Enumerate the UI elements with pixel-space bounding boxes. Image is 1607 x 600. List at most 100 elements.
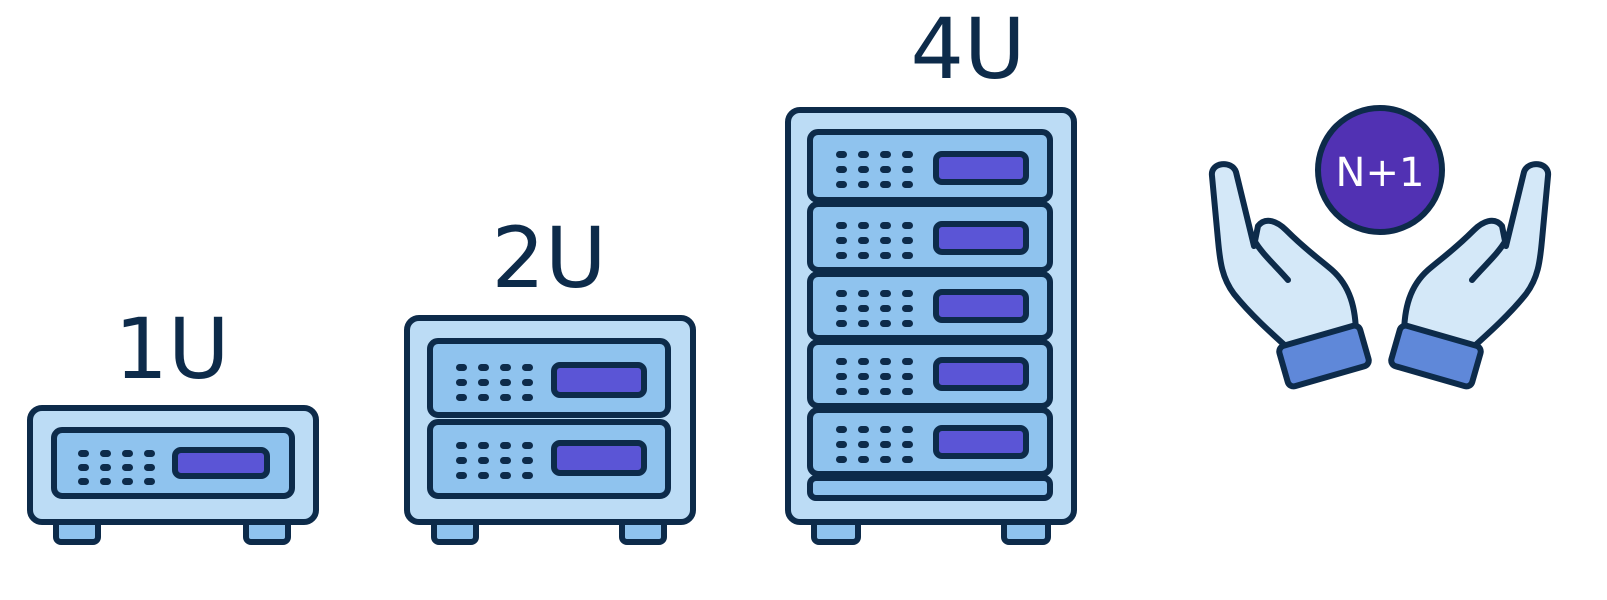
vent-dot (880, 222, 891, 229)
vent-dot (858, 388, 869, 395)
vent-grid (836, 290, 913, 327)
vent-dot (858, 373, 869, 380)
vent-dot (902, 181, 913, 188)
vent-dot (858, 252, 869, 259)
vent-dot (836, 181, 847, 188)
vent-dot (902, 358, 913, 365)
vent-dot (858, 456, 869, 463)
vent-dot (902, 222, 913, 229)
vent-dot (836, 151, 847, 158)
vent-dot (456, 472, 467, 479)
vent-dot (456, 457, 467, 464)
vent-dot (122, 450, 133, 457)
vent-dot (902, 456, 913, 463)
vent-dot (902, 426, 913, 433)
vent-dot (902, 373, 913, 380)
display-panel (551, 362, 647, 398)
vent-dot (144, 478, 155, 485)
vent-dot (500, 442, 511, 449)
vent-dot (902, 305, 913, 312)
right-cuff (1388, 322, 1484, 390)
n-plus-one-badge-icon: N+1 (1315, 105, 1445, 235)
vent-dot (902, 237, 913, 244)
server-1u-icon (27, 405, 319, 545)
label-4u: 4U (911, 0, 1026, 98)
vent-dot (858, 426, 869, 433)
vent-dot (836, 305, 847, 312)
vent-dot (456, 364, 467, 371)
vent-dot (880, 237, 891, 244)
vent-dot (858, 320, 869, 327)
vent-dot (880, 441, 891, 448)
vent-dot (836, 426, 847, 433)
vent-dot (902, 290, 913, 297)
vent-dot (478, 364, 489, 371)
vent-dot (858, 222, 869, 229)
left-cuff (1276, 322, 1372, 390)
vent-grid (78, 450, 155, 485)
vent-dot (78, 450, 89, 457)
vent-dot (880, 388, 891, 395)
vent-dot (880, 373, 891, 380)
vent-dot (478, 442, 489, 449)
vent-dot (858, 151, 869, 158)
vent-grid (836, 222, 913, 259)
vent-grid (456, 442, 533, 479)
vent-dot (500, 379, 511, 386)
vent-dot (836, 456, 847, 463)
vent-dot (880, 181, 891, 188)
vent-dot (880, 305, 891, 312)
vent-dot (78, 464, 89, 471)
vent-dot (836, 252, 847, 259)
vent-dot (836, 373, 847, 380)
vent-dot (902, 252, 913, 259)
vent-dot (478, 379, 489, 386)
vent-dot (858, 441, 869, 448)
right-thumb-crease (1469, 237, 1509, 283)
vent-grid (836, 358, 913, 395)
vent-dot (522, 472, 533, 479)
display-panel (933, 221, 1029, 255)
vent-dot (836, 166, 847, 173)
vent-dot (836, 388, 847, 395)
vent-dot (122, 478, 133, 485)
vent-dot (478, 457, 489, 464)
badge-circle (1315, 105, 1445, 235)
vent-dot (456, 379, 467, 386)
badge-label: N+1 (1336, 150, 1425, 196)
vent-dot (902, 320, 913, 327)
vent-dot (836, 320, 847, 327)
vent-grid (836, 426, 913, 463)
vent-dot (478, 472, 489, 479)
vent-dot (880, 252, 891, 259)
vent-grid (836, 151, 913, 188)
vent-dot (522, 379, 533, 386)
vent-dot (100, 464, 111, 471)
vent-dot (78, 478, 89, 485)
vent-dot (836, 441, 847, 448)
vent-dot (836, 222, 847, 229)
vent-dot (836, 237, 847, 244)
vent-dot (144, 450, 155, 457)
server-4u-icon (785, 107, 1077, 545)
vent-dot (902, 151, 913, 158)
vent-dot (902, 388, 913, 395)
display-panel (933, 289, 1029, 323)
vent-dot (858, 290, 869, 297)
vent-dot (880, 166, 891, 173)
vent-dot (522, 394, 533, 401)
label-1u: 1U (115, 300, 230, 398)
vent-dot (858, 181, 869, 188)
vent-dot (880, 426, 891, 433)
display-panel (551, 440, 647, 476)
server-2u-icon (404, 315, 696, 545)
display-panel (933, 425, 1029, 459)
vent-dot (880, 151, 891, 158)
vent-dot (144, 464, 155, 471)
vent-dot (902, 441, 913, 448)
vent-dot (478, 394, 489, 401)
label-2u: 2U (492, 209, 607, 307)
vent-dot (858, 166, 869, 173)
